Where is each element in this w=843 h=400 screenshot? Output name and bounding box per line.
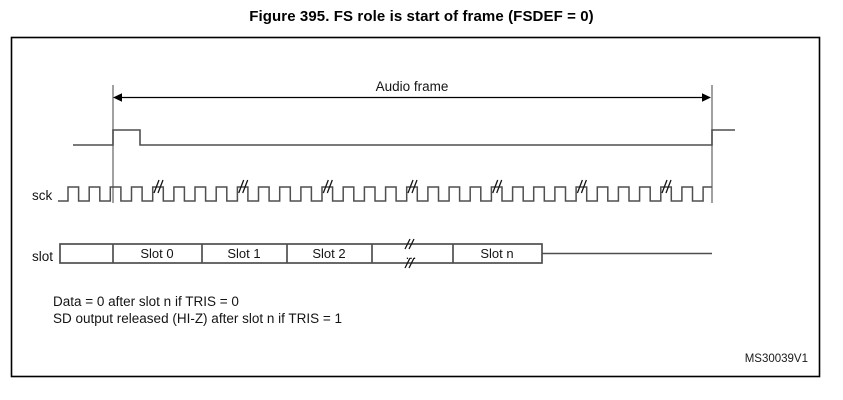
slot-cell-label-break: ... xyxy=(406,247,417,262)
note-line-1: Data = 0 after slot n if TRIS = 0 xyxy=(53,294,239,309)
arrow-head-left-icon xyxy=(113,93,122,102)
figure-border xyxy=(10,36,821,378)
slot-cell-label-1: Slot 1 xyxy=(227,246,260,261)
slot-cell-label-2: Slot 2 xyxy=(312,246,345,261)
sck-waveform xyxy=(58,186,712,202)
audio-frame-label: Audio frame xyxy=(376,79,449,94)
slot-label: slot xyxy=(32,249,53,264)
slot-cell-label-n: Slot n xyxy=(480,246,513,261)
slot-cell-dividers xyxy=(112,244,454,263)
sck-break-marks-icon xyxy=(153,179,672,194)
slot-break-slashes-icon xyxy=(404,238,415,269)
note-line-2: SD output released (HI-Z) after slot n i… xyxy=(53,311,342,326)
fs-waveform xyxy=(73,129,735,146)
slot-band xyxy=(59,243,543,264)
figure-title: Figure 395. FS role is start of frame (F… xyxy=(249,8,594,25)
watermark-label: MS30039V1 xyxy=(745,353,808,365)
sck-label: sck xyxy=(32,188,53,203)
slot-cell-label-0: Slot 0 xyxy=(140,246,173,261)
arrow-head-right-icon xyxy=(702,93,711,102)
